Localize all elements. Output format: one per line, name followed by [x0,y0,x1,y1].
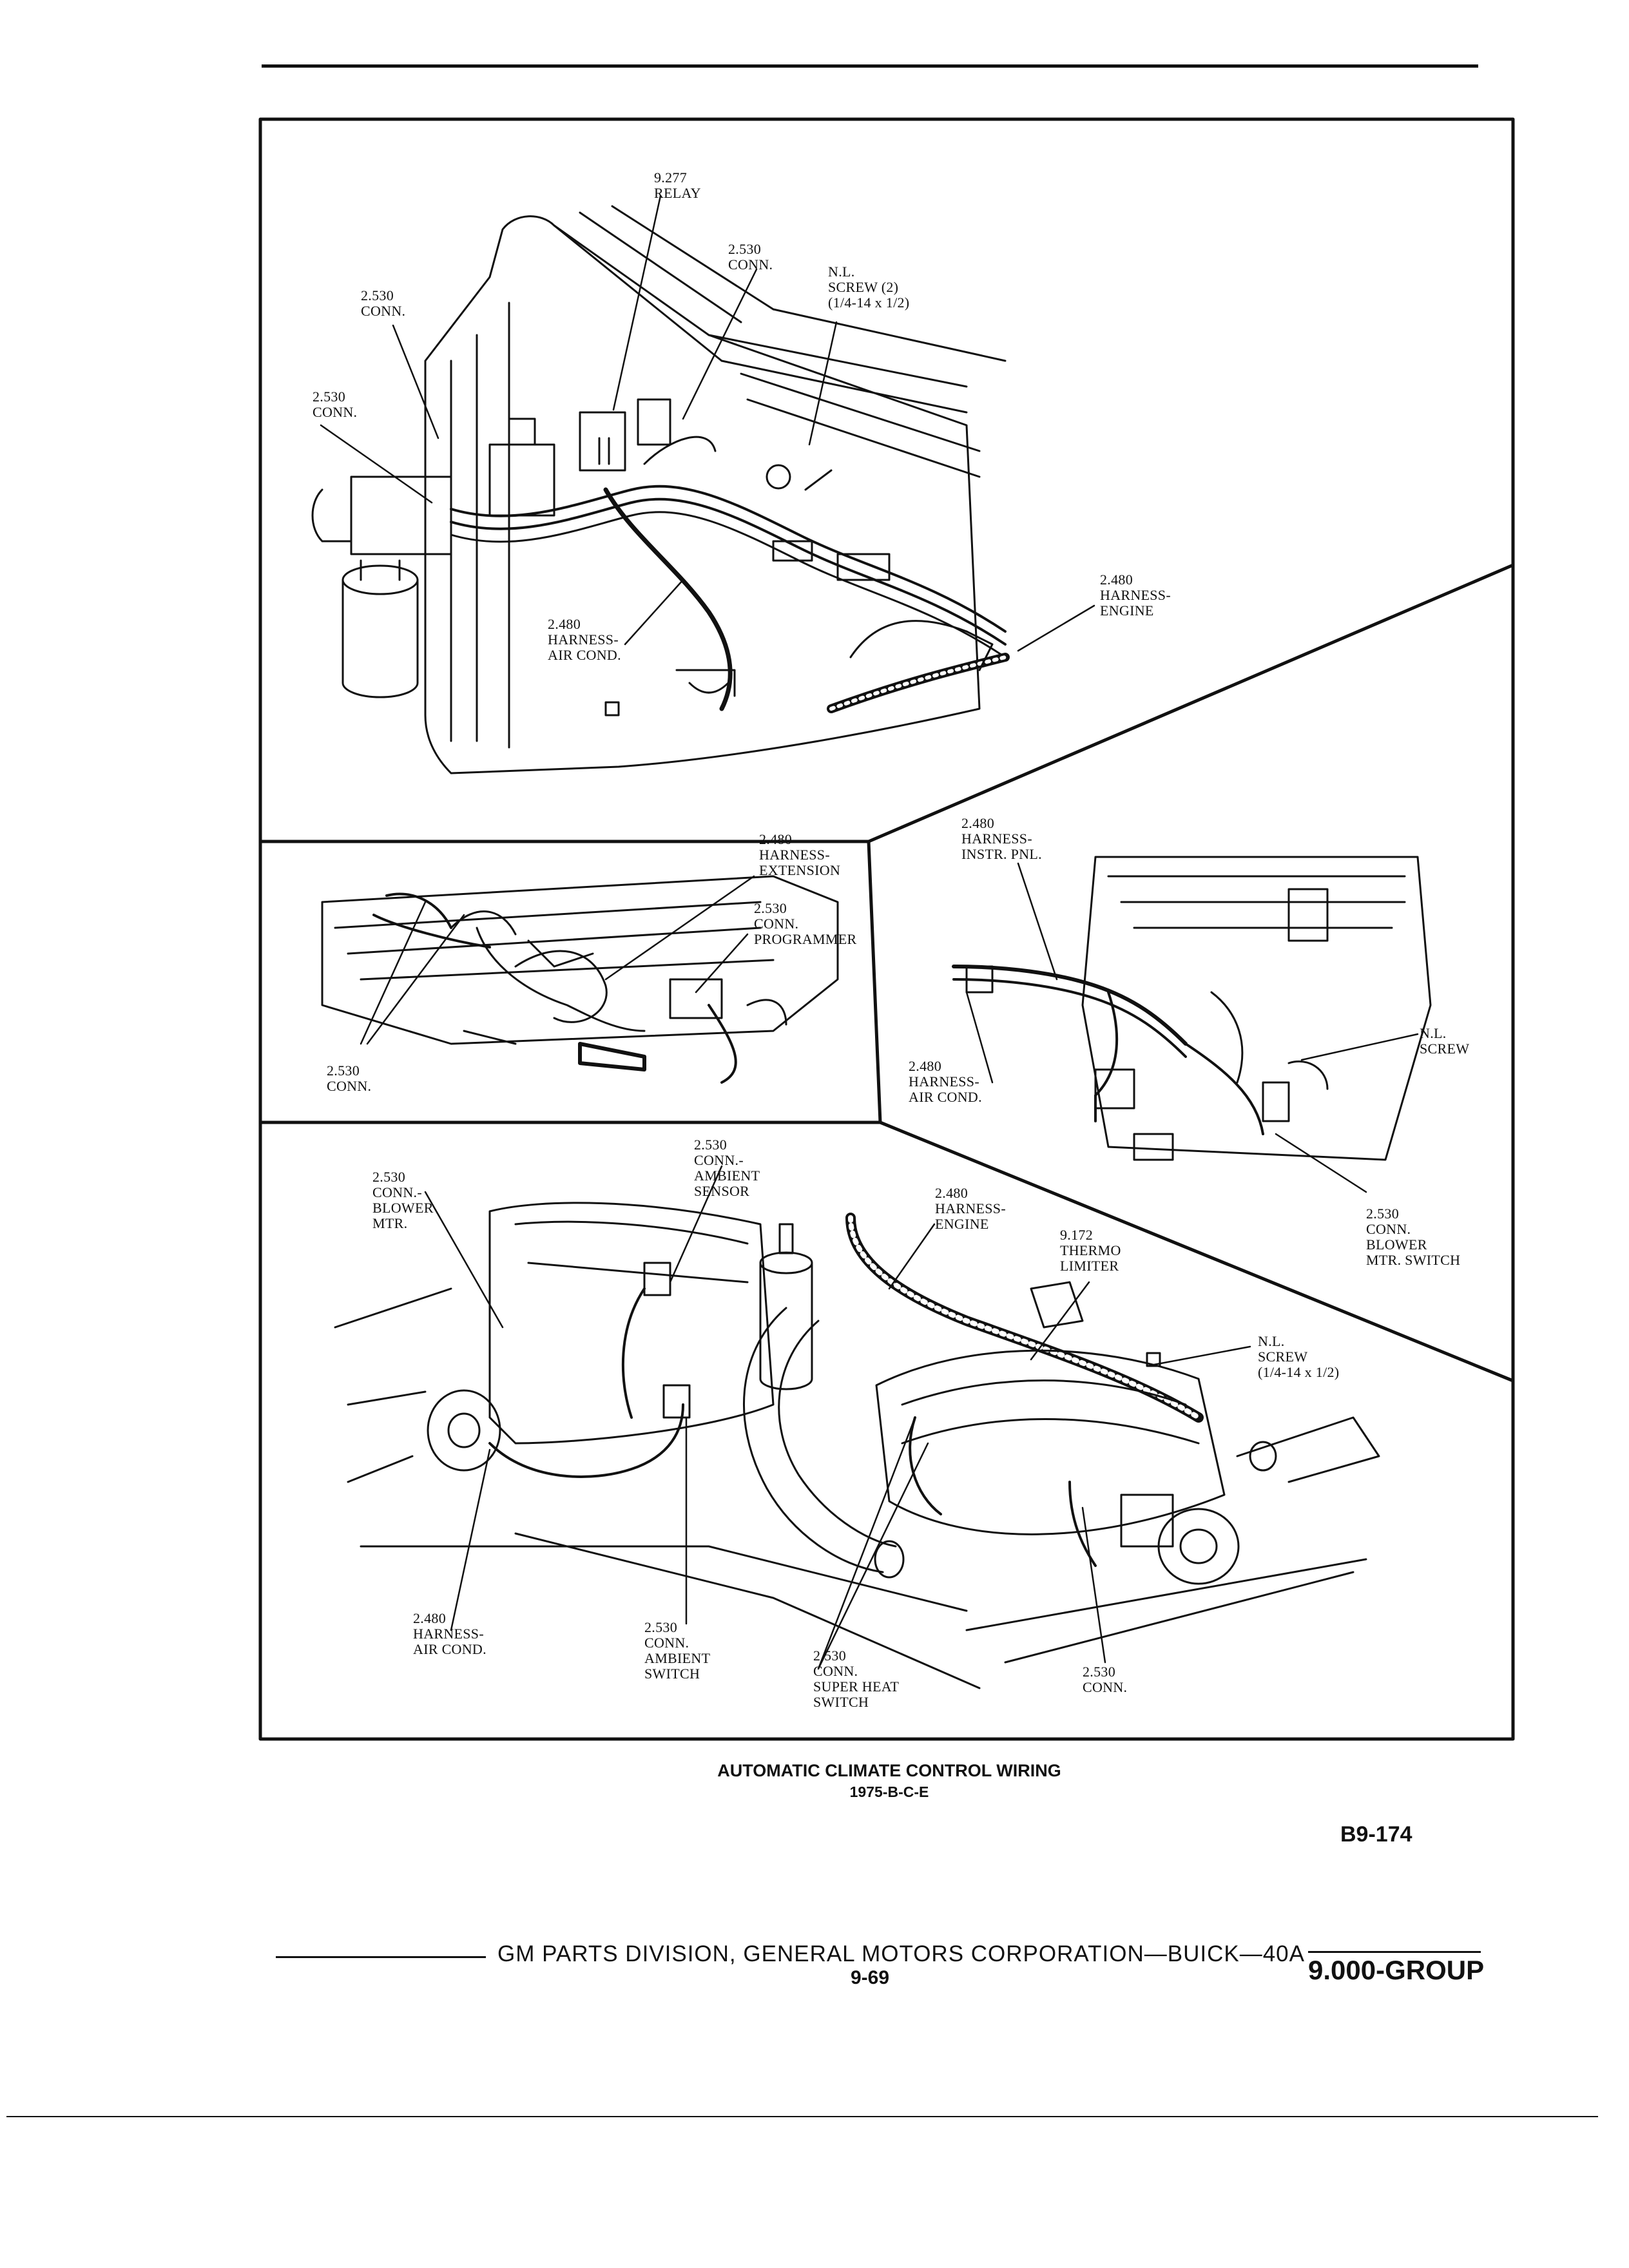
footer-group: 9.000-GROUP [1308,1955,1485,1985]
panel-divider-top [258,563,1515,843]
panel-mid-left-illustration [321,875,839,1084]
panel-divider-bottom [258,1120,1515,1383]
label-harness-extension: 2.480 HARNESS- EXTENSION [759,831,841,878]
label-screw-mid-right: N.L. SCREW [1420,1025,1470,1057]
caption-title: AUTOMATIC CLIMATE CONTROL WIRING [717,1761,1061,1780]
bottom-edge-rule [6,2116,1598,2117]
panel-bottom-illustration [334,1202,1380,1689]
figure-number: B9-174 [1340,1822,1412,1847]
panel-mid-right-illustration [952,856,1432,1161]
label-harness-aircond-mid: 2.480 HARNESS- AIR COND. [909,1058,982,1105]
label-conn-mid-left: 2.530 CONN. [327,1062,372,1094]
label-conn-top-left-a: 2.530 CONN. [361,287,406,319]
label-harness-aircond-top: 2.480 HARNESS- AIR COND. [548,616,621,663]
label-thermo-limiter: 9.172 THERMO LIMITER [1060,1227,1121,1274]
panel-top-illustration [311,205,1010,774]
label-harness-engine-top: 2.480 HARNESS- ENGINE [1100,572,1171,619]
label-conn-ambient-switch: 2.530 CONN. AMBIENT SWITCH [644,1619,711,1682]
label-conn-blower-mtr: 2.530 CONN.- BLOWER MTR. [372,1169,434,1231]
top-rule [262,64,1478,68]
footer-rule-right [1308,1951,1481,1953]
label-conn-top-center: 2.530 CONN. [728,241,773,273]
label-screw-top: N.L. SCREW (2) (1/4-14 x 1/2) [828,264,910,311]
label-conn-ambient-sensor: 2.530 CONN.- AMBIENT SENSOR [694,1137,760,1199]
label-conn-super-heat: 2.530 CONN. SUPER HEAT SWITCH [813,1648,900,1710]
label-harness-instr-pnl: 2.480 HARNESS- INSTR. PNL. [961,815,1042,862]
footer-line: GM PARTS DIVISION, GENERAL MOTORS CORPOR… [497,1941,1305,1966]
footer-page-number: 9-69 [851,1967,890,1988]
label-relay: 9.277 RELAY [654,169,701,201]
diagram-frame [258,117,1515,1741]
label-conn-bottom-right: 2.530 CONN. [1083,1664,1128,1695]
label-harness-engine-bottom: 2.480 HARNESS- ENGINE [935,1185,1006,1232]
label-conn-blower-switch: 2.530 CONN. BLOWER MTR. SWITCH [1366,1206,1461,1268]
label-conn-top-left-b: 2.530 CONN. [313,389,358,420]
label-harness-aircond-bottom: 2.480 HARNESS- AIR COND. [413,1610,487,1657]
label-screw-bottom: N.L. SCREW (1/4-14 x 1/2) [1258,1333,1340,1380]
footer-rule-left [276,1956,486,1958]
caption-subtitle: 1975-B-C-E [849,1783,929,1800]
label-conn-programmer: 2.530 CONN. PROGRAMMER [754,900,857,947]
panel-divider-mid [867,840,882,1124]
leader-lines [320,195,1419,1670]
